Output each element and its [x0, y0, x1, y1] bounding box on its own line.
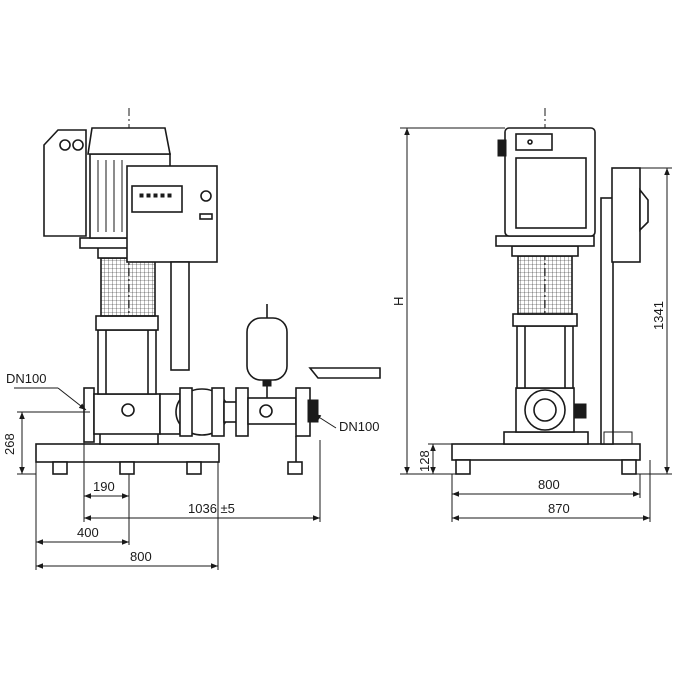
side-motor-flange: [495, 235, 595, 247]
side-motor-frame: [515, 157, 587, 229]
side-cabinet-switch: [639, 187, 649, 232]
outlet-label: DN100: [339, 419, 379, 434]
dim-control-height-label: 1341: [651, 301, 666, 330]
valve-flange-left: [179, 387, 193, 437]
side-pump-foot: [503, 431, 589, 445]
valve-handle: [308, 367, 381, 379]
main-switch: [200, 190, 212, 202]
side-indicator: [527, 139, 533, 145]
dim-overall-height-label: H: [391, 297, 406, 306]
side-motor-lantern: [511, 245, 579, 257]
dim-inlet-offset-label: 190: [93, 479, 115, 494]
outlet-valve-body: [307, 399, 319, 423]
pipe-support: [287, 461, 303, 475]
upper-stage-flange: [95, 315, 159, 331]
front-view: DN100 DN100 268 190 1036 ±5 400 800: [2, 108, 381, 570]
inlet-flange: [83, 387, 95, 443]
side-pump-column: [516, 325, 574, 389]
front-foot-right: [186, 461, 202, 475]
side-cable-gland: [497, 139, 507, 157]
display-buttons: [139, 193, 172, 198]
front-foot-left: [52, 461, 68, 475]
vessel-valve: [262, 379, 272, 387]
side-upper-flange: [512, 313, 578, 327]
dim-base-depth-label: 800: [538, 477, 560, 492]
front-foot-center: [119, 461, 135, 475]
control-display: [131, 185, 183, 213]
coupling-guard: [100, 257, 156, 317]
side-control-cabinet: [611, 167, 641, 263]
side-foot-right: [621, 459, 637, 475]
cabinet-stand: [170, 261, 190, 371]
front-pump-port: [121, 403, 135, 417]
front-base-frame: [35, 443, 220, 463]
dim-base-width-label: 800: [130, 549, 152, 564]
motor-fan-cover: [87, 127, 171, 155]
side-coupling-guard: [517, 255, 573, 315]
dim-flange-length-label: 1036 ±5: [188, 501, 235, 516]
gland-left: [59, 139, 71, 151]
outlet-leader: [313, 413, 337, 429]
side-flange-inner: [533, 398, 557, 422]
manifold-flange: [235, 387, 249, 437]
membrane-vessel: [246, 317, 288, 381]
pump-column: [97, 329, 157, 395]
side-stand-foot: [603, 431, 633, 445]
inlet-label: DN100: [6, 371, 46, 386]
switch-label: [199, 213, 213, 220]
dim-overall-depth-label: 870: [548, 501, 570, 516]
manifold-pipe: [247, 397, 297, 425]
side-foot-left: [455, 459, 471, 475]
dim-foot-height-label: 128: [417, 450, 432, 472]
gland-right: [72, 139, 84, 151]
pressure-gauge: [259, 404, 273, 418]
dim-base-to-axis-label: 400: [77, 525, 99, 540]
side-drain-plug: [573, 403, 587, 419]
side-nameplate: [515, 133, 553, 151]
side-base-frame: [451, 443, 641, 461]
dim-axis-height-label: 268: [2, 433, 17, 455]
terminal-bracket: [43, 129, 87, 237]
side-view: H 128 1341 800 870: [391, 108, 672, 522]
valve-flange-right: [211, 387, 225, 437]
motor-cooling-fins: [97, 160, 123, 232]
